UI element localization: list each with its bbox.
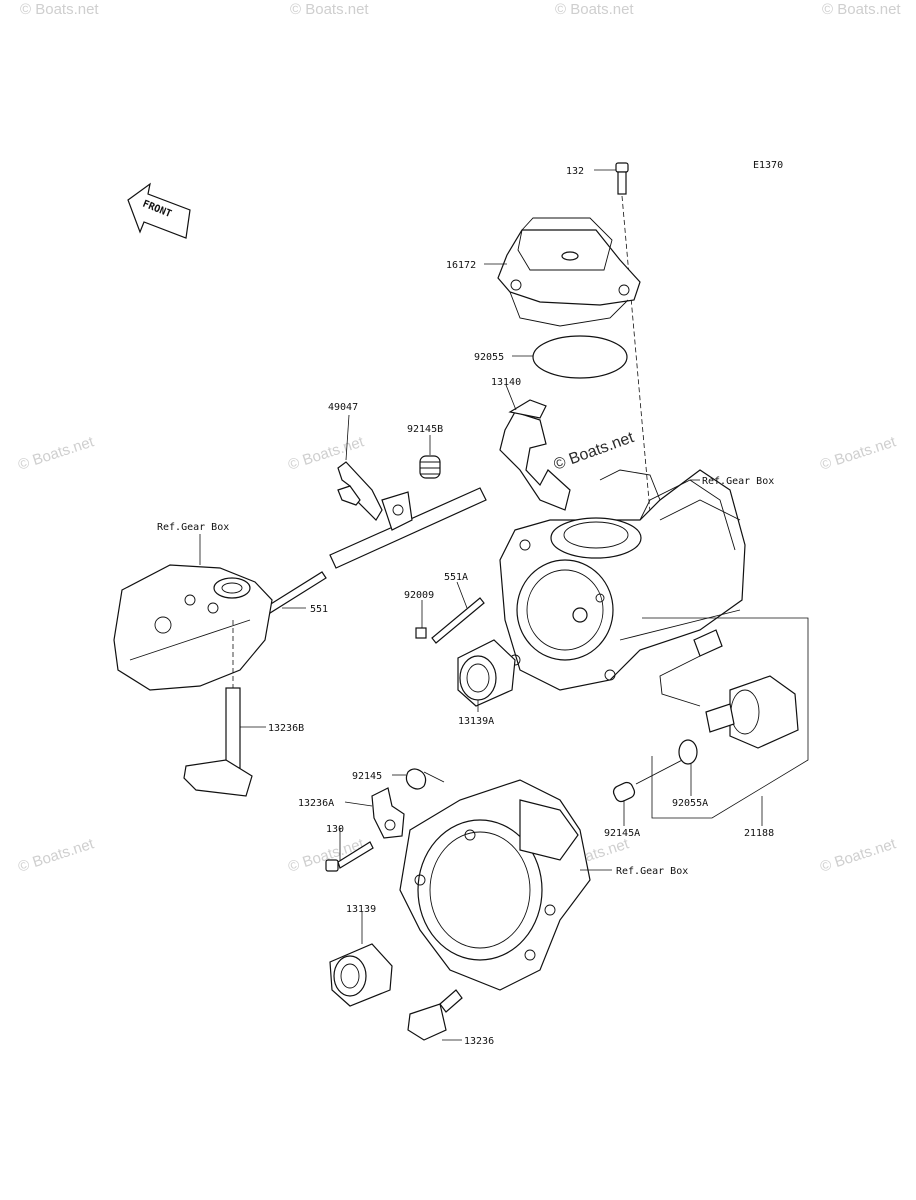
- actuator-housing: [499, 469, 746, 691]
- leader-lines: [199, 169, 763, 1041]
- watermarks: © Boats.net © Boats.net © Boats.net © Bo…: [16, 1, 901, 876]
- watermark: © Boats.net: [822, 1, 901, 18]
- watermark-center: © Boats.net: [552, 429, 637, 474]
- watermark: © Boats.net: [818, 433, 899, 474]
- label-92145B: 92145B: [407, 424, 443, 435]
- gearbox-housing-bottom: [399, 779, 591, 991]
- watermark: © Boats.net: [16, 835, 97, 876]
- spring-92145B: [419, 455, 441, 479]
- watermark: © Boats.net: [555, 1, 634, 18]
- lever-13236A: [371, 787, 405, 839]
- label-ref-gearbox-left: Ref.Gear Box: [157, 522, 229, 533]
- label-21188: 21188: [744, 828, 774, 839]
- watermark: © Boats.net: [290, 1, 369, 18]
- sensor-21188: [642, 617, 809, 819]
- label-ref-gearbox-bottom: Ref.Gear Box: [616, 866, 688, 877]
- label-13236: 13236: [464, 1036, 494, 1047]
- front-arrow-icon: FRONT: [127, 182, 191, 239]
- rod-551A: [431, 597, 485, 644]
- o-ring-92055A: [678, 739, 698, 765]
- label-13236A: 13236A: [298, 798, 334, 809]
- label-ref-gearbox-right: Ref.Gear Box: [702, 476, 774, 487]
- watermark: © Boats.net: [16, 433, 97, 474]
- label-551: 551: [310, 604, 328, 615]
- watermark: © Boats.net: [818, 835, 899, 876]
- bolt-130: [325, 841, 374, 872]
- spring-92145A: [612, 755, 691, 803]
- cover-16172: [497, 217, 641, 327]
- bracket-13140: [499, 399, 571, 511]
- label-132: 132: [566, 166, 584, 177]
- nut-92009: [415, 627, 427, 639]
- o-ring-92055: [532, 335, 628, 379]
- label-13139A: 13139A: [458, 716, 494, 727]
- label-92055A: 92055A: [672, 798, 708, 809]
- label-16172: 16172: [446, 260, 476, 271]
- bolt-132: [615, 162, 651, 513]
- label-92009: 92009: [404, 590, 434, 601]
- label-13236B: 13236B: [268, 723, 304, 734]
- collar-13139A: [457, 639, 516, 707]
- collar-13139: [329, 943, 393, 1007]
- label-13140: 13140: [491, 377, 521, 388]
- label-130: 130: [326, 824, 344, 835]
- label-92055: 92055: [474, 352, 504, 363]
- label-92145: 92145: [352, 771, 382, 782]
- shaft-13236B: [183, 620, 253, 797]
- label-49047: 49047: [328, 402, 358, 413]
- diagram-code: E1370: [753, 160, 783, 171]
- watermark: © Boats.net: [20, 1, 99, 18]
- part-labels: 132 16172 92055 13140 49047 92145B Ref.G…: [157, 166, 774, 1047]
- shift-fork-49047: [329, 461, 487, 569]
- shaft-13236: [407, 989, 463, 1041]
- label-551A: 551A: [444, 572, 468, 583]
- label-13139: 13139: [346, 904, 376, 915]
- label-92145A: 92145A: [604, 828, 640, 839]
- gearbox-housing-left: [113, 564, 273, 691]
- watermark: © Boats.net: [286, 433, 367, 474]
- spring-92145: [405, 768, 445, 790]
